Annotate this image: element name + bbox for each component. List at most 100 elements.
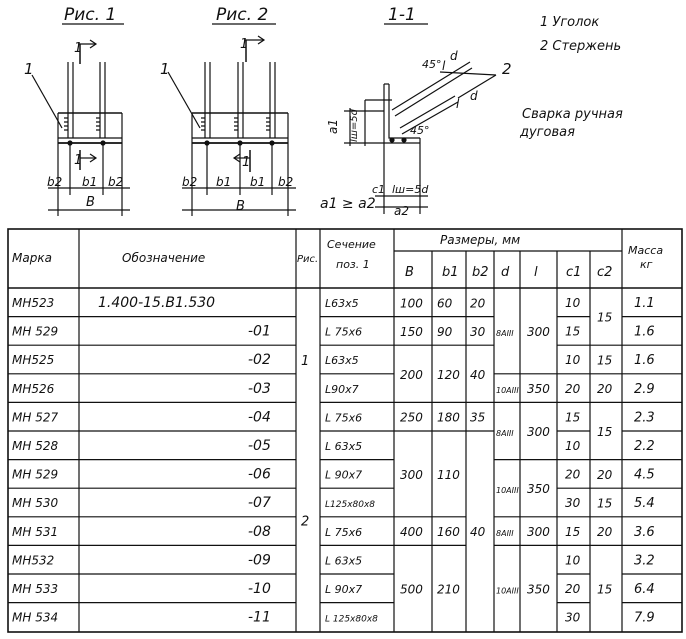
cell-mark: МН 534 — [12, 611, 58, 625]
cell-c2: 15 — [597, 497, 612, 511]
relation-a1-a2: a1 ≥ a2 — [320, 196, 376, 212]
cell-section: L63x5 — [325, 297, 359, 310]
cell-section: L90x7 — [325, 383, 359, 396]
cell-designation: 1.400-15.В1.530 — [98, 295, 215, 311]
cell-mass: 2.3 — [634, 410, 655, 425]
weld-note-line2: дуговая — [519, 125, 575, 140]
cell-c1: 20 — [565, 468, 581, 482]
cell-mass: 1.6 — [634, 353, 655, 368]
fig1-section-mark-bottom: 1 — [74, 153, 82, 168]
cell-mass: 1.6 — [634, 325, 655, 340]
cell-mass: 3.6 — [634, 525, 655, 540]
cell-b: 250 — [400, 411, 423, 425]
header-section-line2: поз. 1 — [336, 258, 370, 271]
fig2-dim-b2-left: b2 — [182, 175, 197, 189]
cell-designation: -10 — [248, 581, 271, 597]
cell-c1: 15 — [565, 525, 580, 539]
cell-c1: 10 — [565, 439, 581, 453]
header-mark: Марка — [12, 251, 52, 265]
fig2-section-mark-bottom: 1 — [242, 155, 250, 170]
cell-c2: 15 — [597, 354, 612, 368]
section-1-1 — [344, 61, 497, 214]
cell-b1: 180 — [437, 411, 460, 425]
fig1-caption: Рис. 1 — [64, 5, 116, 25]
cell-mark: МН 531 — [12, 525, 58, 539]
cell-designation: -02 — [248, 352, 271, 368]
cell-designation: -07 — [248, 495, 271, 511]
fig2-leader-1: 1 — [160, 60, 170, 78]
cell-b: 500 — [400, 582, 423, 596]
cell-c2: 15 — [597, 311, 612, 325]
cell-designation: -03 — [248, 381, 271, 397]
cell-b2: 30 — [470, 325, 486, 339]
cell-section: L63x5 — [325, 354, 359, 367]
fig2-dim-b1-a: b1 — [216, 175, 231, 189]
legend-item-2: 2 Стержень — [540, 39, 621, 54]
header-d: d — [501, 265, 510, 280]
fig2-caption: Рис. 2 — [216, 5, 268, 25]
cell-b: 200 — [400, 368, 423, 382]
cell-c1: 30 — [565, 611, 581, 625]
cell-section: L 90x7 — [325, 469, 362, 482]
cell-c1: 20 — [565, 382, 581, 396]
cell-section: L 75x6 — [325, 411, 362, 424]
cell-b1: 120 — [437, 368, 460, 382]
header-fig: Рис. — [297, 254, 318, 265]
fig1-dim-b2-left: b2 — [47, 175, 62, 189]
cell-mass: 7.9 — [634, 611, 655, 626]
cell-b: 100 — [400, 296, 423, 310]
header-c1: c1 — [566, 265, 581, 280]
cell-l: 300 — [527, 325, 550, 339]
cell-mark: МН532 — [12, 553, 54, 567]
header-section-line1: Сечение — [327, 238, 376, 251]
cell-c1: 10 — [565, 296, 581, 310]
cell-mark: МН 533 — [12, 582, 58, 596]
cell-designation: -06 — [248, 467, 271, 483]
figure-2 — [167, 35, 296, 216]
fig2-dim-b: B — [236, 199, 245, 214]
cell-section: L 90x7 — [325, 583, 362, 596]
fig2-section-mark-top: 1 — [240, 37, 248, 52]
section-angle-bottom: 45° — [410, 124, 430, 137]
fig1-dim-b1: b1 — [82, 175, 97, 189]
cell-c1: 30 — [565, 496, 581, 510]
cell-mark: МН 528 — [12, 439, 58, 453]
cell-mass: 6.4 — [634, 582, 655, 597]
header-designation: Обозначение — [122, 251, 205, 265]
section-d-mid: d — [470, 89, 478, 103]
section-dim-a1: a1 — [326, 119, 340, 134]
cell-c2: 20 — [597, 468, 613, 482]
cell-mass: 3.2 — [634, 553, 655, 568]
cell-c2: 15 — [597, 425, 612, 439]
cell-mass: 2.9 — [634, 382, 655, 397]
cell-mark: МН523 — [12, 296, 54, 310]
cell-mark: МН 530 — [12, 496, 58, 510]
section-l-mid: l — [456, 97, 460, 111]
cell-d: 10АIII — [496, 486, 519, 495]
cell-designation: -08 — [248, 524, 271, 540]
cell-l: 350 — [527, 482, 550, 496]
cell-designation: -11 — [248, 610, 271, 626]
section-dim-lw-vertical: lш=5d — [349, 108, 360, 142]
cell-c1: 20 — [565, 582, 581, 596]
header-sizes: Размеры, мм — [440, 233, 520, 247]
cell-mass: 1.1 — [634, 296, 655, 311]
section-leader-2: 2 — [502, 60, 512, 78]
cell-d: 8АIII — [496, 529, 514, 538]
header-mass-line2: кг — [640, 258, 653, 271]
cell-mark: МН526 — [12, 382, 55, 396]
cell-c1: 15 — [565, 325, 580, 339]
cell-section: L 125x80x8 — [325, 615, 378, 625]
cell-mark: МН525 — [12, 353, 54, 367]
cell-b2: 35 — [470, 411, 485, 425]
cell-designation: -01 — [248, 324, 271, 340]
table-grid — [7, 228, 683, 633]
cell-mark: МН 529 — [12, 468, 58, 482]
cell-mass: 5.4 — [634, 496, 655, 511]
cell-mark: МН 527 — [12, 410, 58, 424]
fig1-dim-b: B — [86, 195, 95, 210]
cell-section: L 63x5 — [325, 440, 362, 453]
fig2-dim-b1-b: b1 — [250, 175, 265, 189]
